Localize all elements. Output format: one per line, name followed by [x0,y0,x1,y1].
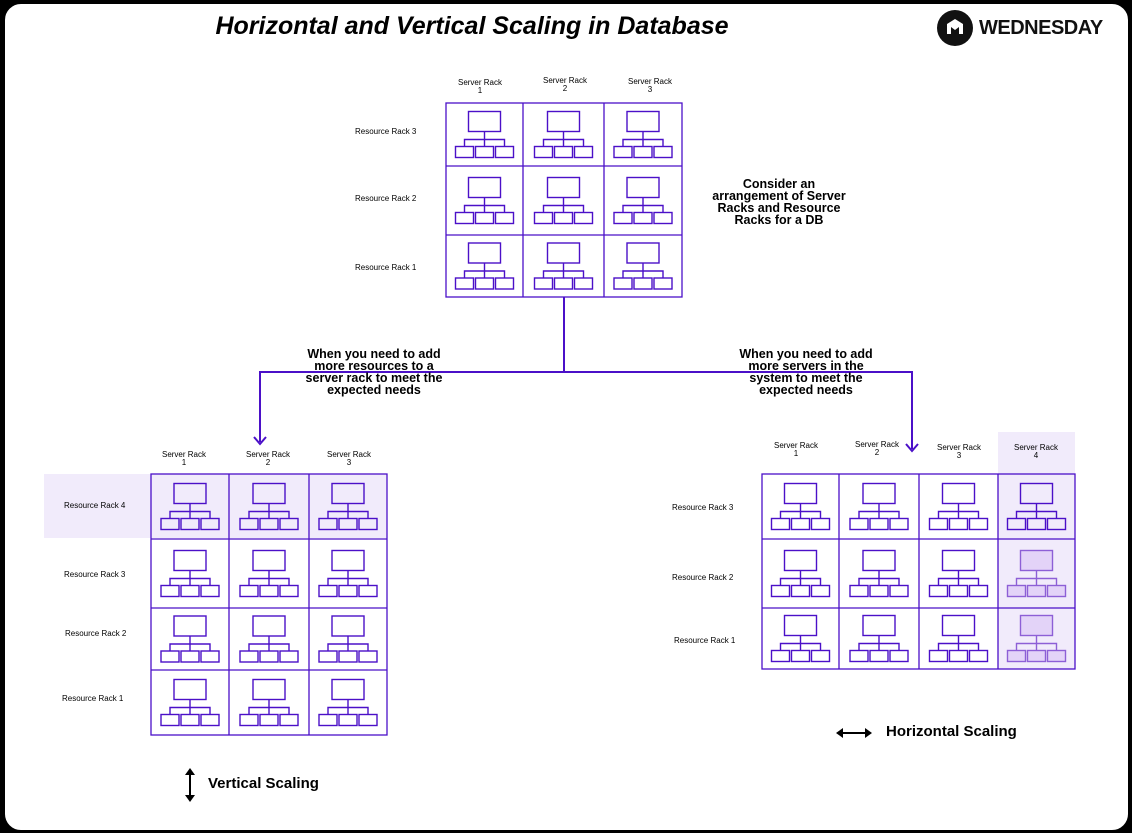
server-node-icon [849,614,909,663]
top-resource-rack-3-label: Resource Rack 3 [355,127,417,136]
server-node-icon [160,549,220,598]
server-node-icon [160,615,220,663]
vertical-resource-rack-2-label: Resource Rack 2 [65,629,127,638]
vertical-resource-rack-1-label: Resource Rack 1 [62,694,124,703]
added-resource-rack-highlight [44,474,387,538]
server-node-icon [454,176,515,225]
connector-lines [259,297,913,449]
server-node-icon [613,176,673,225]
server-node-icon [239,678,299,727]
horizontal-double-arrow-icon [836,728,872,738]
w-logo-icon [937,10,973,46]
server-node-icon [239,615,299,663]
diagram-title: Horizontal and Vertical Scaling in Datab… [215,12,729,40]
branch-line-left [259,371,564,442]
brand-name: WEDNESDAY [979,16,1103,39]
server-node-icon [454,242,515,290]
vertical-branch-text: When you need to add more resources to a… [305,347,443,397]
server-node-icon [533,176,594,225]
top-grid [445,102,683,298]
server-node-icon [770,614,831,663]
horizontal-resource-rack-1-label: Resource Rack 1 [674,636,736,645]
server-node-icon [318,678,378,727]
vertical-resource-rack-4-label: Resource Rack 4 [64,501,126,510]
server-node-icon [533,110,594,159]
diagram-canvas [3,2,1130,832]
vertical-server-rack-2-label: Server Rack 2 [245,450,290,467]
description-text: Consider an arrangement of Server Racks … [712,177,846,227]
server-node-icon [928,614,989,663]
server-node-icon [928,549,989,598]
server-node-icon [160,678,220,727]
vertical-resource-rack-3-label: Resource Rack 3 [64,570,126,579]
grid-border [150,473,388,736]
horizontal-server-rack-1-label: Server Rack 1 [773,441,818,458]
server-node-icon [318,615,378,663]
arrowhead-left [253,436,267,446]
server-node-icon [849,482,909,531]
server-node-icon [160,482,220,531]
server-node-icon [770,549,831,598]
top-resource-rack-1-label: Resource Rack 1 [355,263,417,272]
horizontal-scaling-legend: Horizontal Scaling [886,723,1017,740]
top-server-rack-3-label: Server Rack 3 [627,77,672,94]
server-node-icon [1006,482,1067,531]
server-node-icon [239,549,299,598]
brand-logo: WEDNESDAY [937,10,1103,46]
server-node-icon [849,549,909,598]
horizontal-server-rack-2-label: Server Rack 2 [854,440,899,457]
horizontal-branch-text: When you need to add more servers in the… [739,347,873,397]
server-node-icon [770,482,831,531]
server-node-icon [318,549,378,598]
vertical-server-rack-3-label: Server Rack 3 [326,450,371,467]
vertical-double-arrow-icon [185,768,195,802]
server-node-icon [533,242,594,290]
top-server-rack-1-label: Server Rack 1 [457,78,502,95]
grid-border [445,102,683,298]
server-node-icon [318,482,378,531]
vertical-scaling-legend: Vertical Scaling [208,775,319,792]
top-server-rack-2-label: Server Rack 2 [542,76,587,93]
vertical-server-rack-1-label: Server Rack 1 [161,450,206,467]
server-node-icon [613,242,673,290]
horizontal-server-rack-3-label: Server Rack 3 [936,443,981,460]
arrowhead-right [905,443,919,453]
server-node-icon [1006,549,1067,598]
server-node-icon [928,482,989,531]
server-node-icon [1006,614,1067,663]
horizontal-resource-rack-2-label: Resource Rack 2 [672,573,734,582]
server-node-icon [613,110,673,159]
server-node-icon [239,482,299,531]
vertical-scaling-grid [150,473,388,736]
top-resource-rack-2-label: Resource Rack 2 [355,194,417,203]
server-node-icon [454,110,515,159]
horizontal-resource-rack-3-label: Resource Rack 3 [672,503,734,512]
horizontal-server-rack-4-label: Server Rack 4 [1013,443,1058,460]
horizontal-scaling-grid [761,473,1076,670]
branch-line-right [564,371,913,449]
